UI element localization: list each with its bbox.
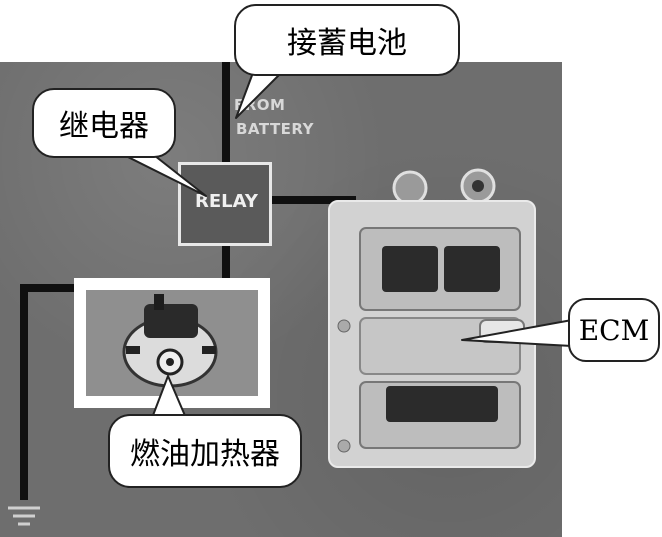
callout-relay-text: 继电器 (59, 109, 149, 144)
fuel-heater-image (122, 294, 218, 388)
callout-relay: 继电器 (32, 88, 176, 158)
ecm-connector-upper-left (382, 246, 438, 292)
ecm-mount-boss (472, 180, 484, 192)
ecm-details (337, 227, 525, 453)
callout-fuel-heater-text: 燃油加热器 (130, 437, 280, 472)
callout-battery: 接蓄电池 (234, 4, 460, 76)
callout-fuel-heater: 燃油加热器 (108, 414, 302, 488)
from-battery-label-line2: BATTERY (236, 120, 315, 138)
ecm-connector-upper-right (444, 246, 500, 292)
ground-symbol (8, 506, 40, 526)
callout-ecm: ECM (568, 298, 660, 362)
callout-ecm-text: ECM (578, 313, 650, 347)
callout-battery-text: 接蓄电池 (287, 26, 407, 61)
relay-label: RELAY (195, 191, 258, 212)
ground-wire (20, 284, 76, 500)
relay: RELAY (178, 162, 272, 246)
ecm-connector-lower (386, 386, 498, 422)
